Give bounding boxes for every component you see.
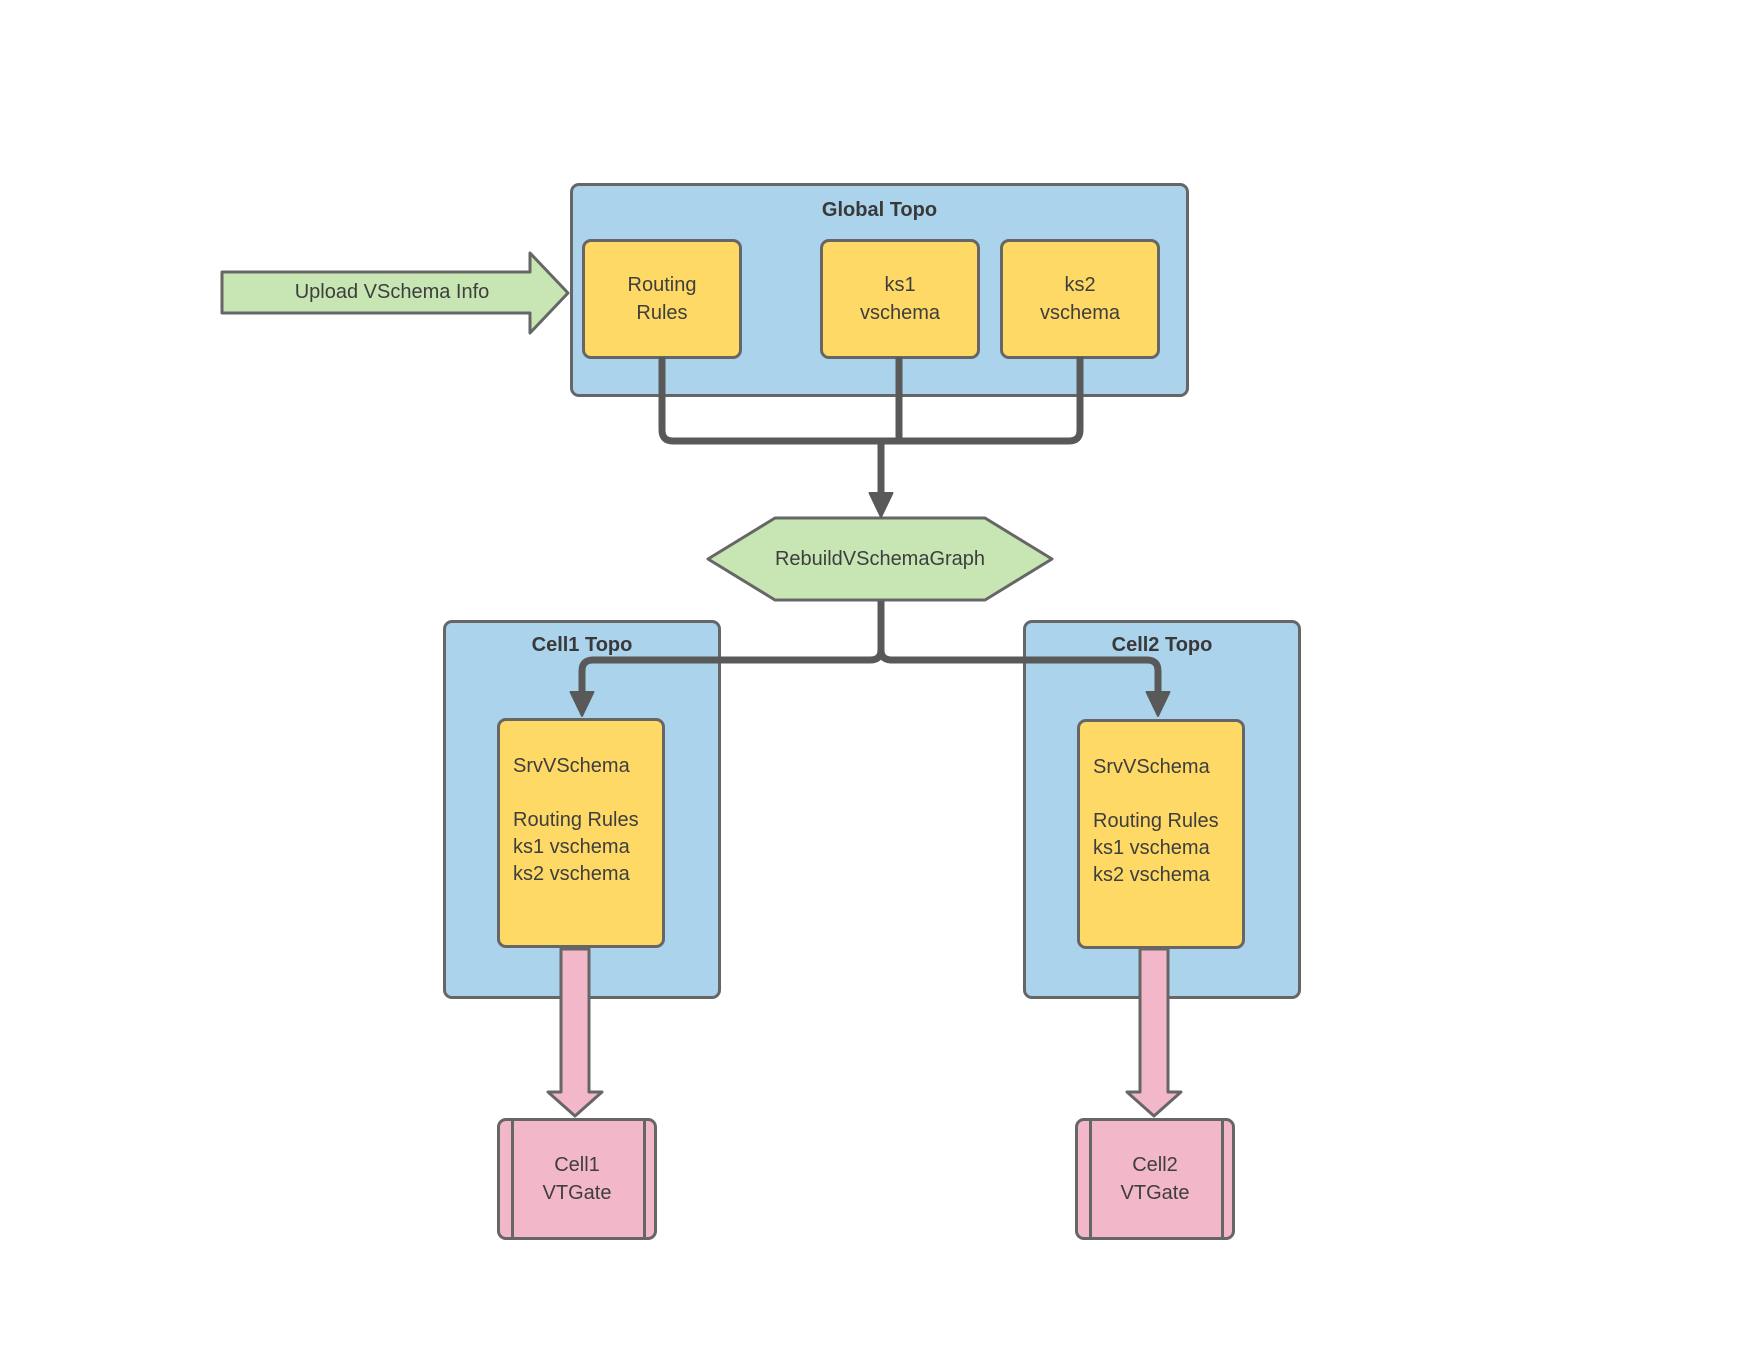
down-arrowhead-rebuild: [868, 492, 894, 518]
node-ks2-line2: vschema: [1039, 302, 1121, 324]
cell2-vtgate-node: Cell2 VTGate: [1075, 1118, 1235, 1240]
cell1-srv-item-ks1: ks1 vschema: [513, 836, 630, 858]
node-routing-rules: Routing Rules: [582, 239, 742, 359]
cell1-srv-vschema-node: SrvVSchema Routing Rules ks1 vschema ks2…: [497, 718, 665, 948]
vtgate-left-bar: [511, 1121, 514, 1237]
node-ks2-vschema: ks2 vschema: [1000, 239, 1160, 359]
global-topo-container: Global Topo Routing Rules ks1 vschema ks…: [570, 183, 1189, 397]
line-spacer: [1093, 781, 1236, 808]
cell2-srv-heading: SrvVSchema: [1093, 756, 1210, 778]
vtgate-right-bar: [1221, 1121, 1224, 1237]
cell2-srv-item-routing-rules: Routing Rules: [1093, 810, 1219, 832]
node-routing-rules-line1: Routing: [627, 274, 697, 296]
vtgate-right-bar: [643, 1121, 646, 1237]
cell2-vtgate-line2: VTGate: [1120, 1182, 1190, 1204]
vtgate-left-bar: [1089, 1121, 1092, 1237]
cell2-srv-item-ks2: ks2 vschema: [1093, 864, 1210, 886]
cell1-topo-title: Cell1 Topo: [531, 634, 633, 656]
node-ks1-line2: vschema: [859, 302, 941, 324]
line-spacer: [513, 780, 656, 807]
node-ks1-vschema: ks1 vschema: [820, 239, 980, 359]
node-ks1-line1: ks1: [884, 274, 916, 296]
cell1-topo-container: Cell1 Topo SrvVSchema Routing Rules ks1 …: [443, 620, 721, 999]
upload-arrow-label: Upload VSchema Info: [294, 280, 490, 303]
cell1-srv-item-routing-rules: Routing Rules: [513, 809, 639, 831]
rebuild-hexagon-label: RebuildVSchemaGraph: [774, 547, 986, 570]
node-ks2-line1: ks2: [1064, 274, 1096, 296]
cell2-topo-title: Cell2 Topo: [1111, 634, 1213, 656]
cell2-topo-container: Cell2 Topo SrvVSchema Routing Rules ks1 …: [1023, 620, 1301, 999]
cell1-srv-item-ks2: ks2 vschema: [513, 863, 630, 885]
cell1-vtgate-line1: Cell1: [554, 1154, 600, 1176]
cell1-srv-heading: SrvVSchema: [513, 755, 630, 777]
cell1-vtgate-line2: VTGate: [542, 1182, 612, 1204]
node-routing-rules-line2: Rules: [636, 302, 688, 324]
cell2-srv-item-ks1: ks1 vschema: [1093, 837, 1210, 859]
cell2-srv-vschema-node: SrvVSchema Routing Rules ks1 vschema ks2…: [1077, 719, 1245, 949]
cell2-vtgate-line1: Cell2: [1132, 1154, 1178, 1176]
global-topo-title: Global Topo: [821, 199, 938, 221]
cell1-vtgate-node: Cell1 VTGate: [497, 1118, 657, 1240]
